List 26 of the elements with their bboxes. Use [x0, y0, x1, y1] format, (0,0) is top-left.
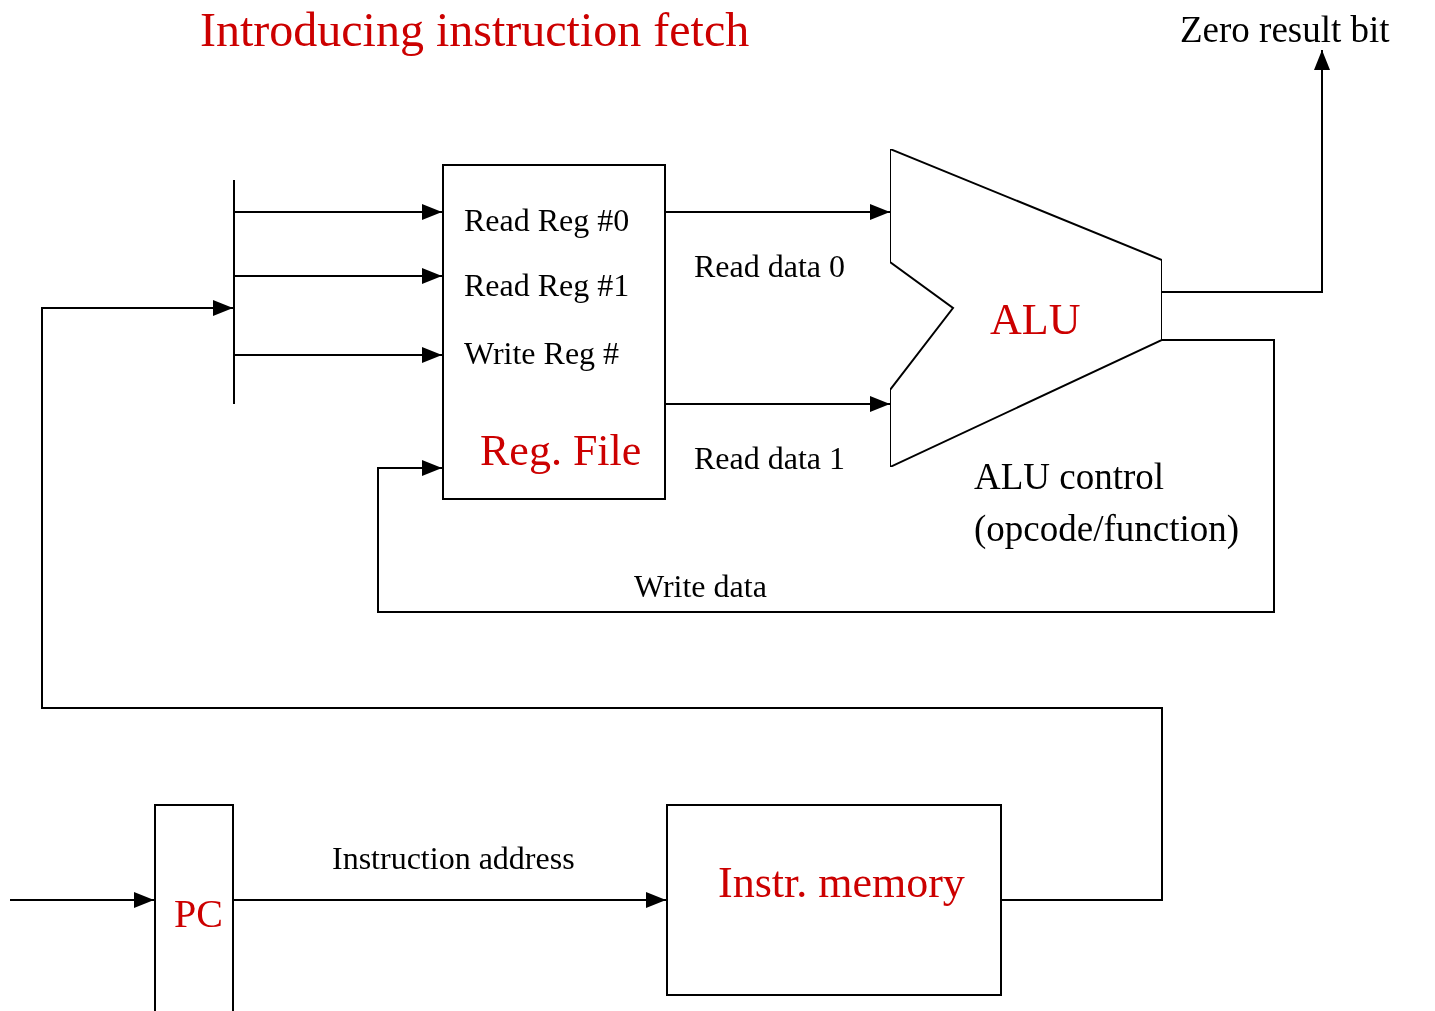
block-title: Instr. memory [718, 857, 965, 909]
connector-arrow [233, 892, 667, 908]
memory-box [666, 804, 1002, 996]
title: Introducing instruction fetch [200, 2, 750, 58]
edge-label: Write data [634, 567, 767, 606]
port-label: Read Reg #0 [464, 201, 630, 240]
connector-arrow [234, 204, 443, 220]
block-title: PC [174, 890, 223, 938]
connector-arrow [234, 268, 443, 284]
connector-arrow [9, 892, 155, 908]
register-file-box [442, 164, 666, 500]
edge-label: Read data 0 [694, 247, 846, 286]
port-label: Read Reg #1 [464, 266, 630, 305]
edge-label: Read data 1 [694, 439, 846, 478]
connector-arrow [665, 396, 891, 412]
port-label: Write Reg # [464, 334, 620, 373]
control-label: ALU control (opcode/function) [974, 455, 1241, 551]
edge-label: Instruction address [332, 839, 575, 878]
block-title: ALU [990, 294, 1081, 346]
connector-arrow [665, 204, 891, 220]
signal-label: Zero result bit [1180, 8, 1390, 52]
pc-register-box [154, 804, 234, 1011]
connector-arrow [377, 339, 1275, 613]
block-title: Reg. File [480, 425, 642, 477]
connector-arrow [41, 300, 1163, 901]
connector-arrow [234, 347, 443, 363]
